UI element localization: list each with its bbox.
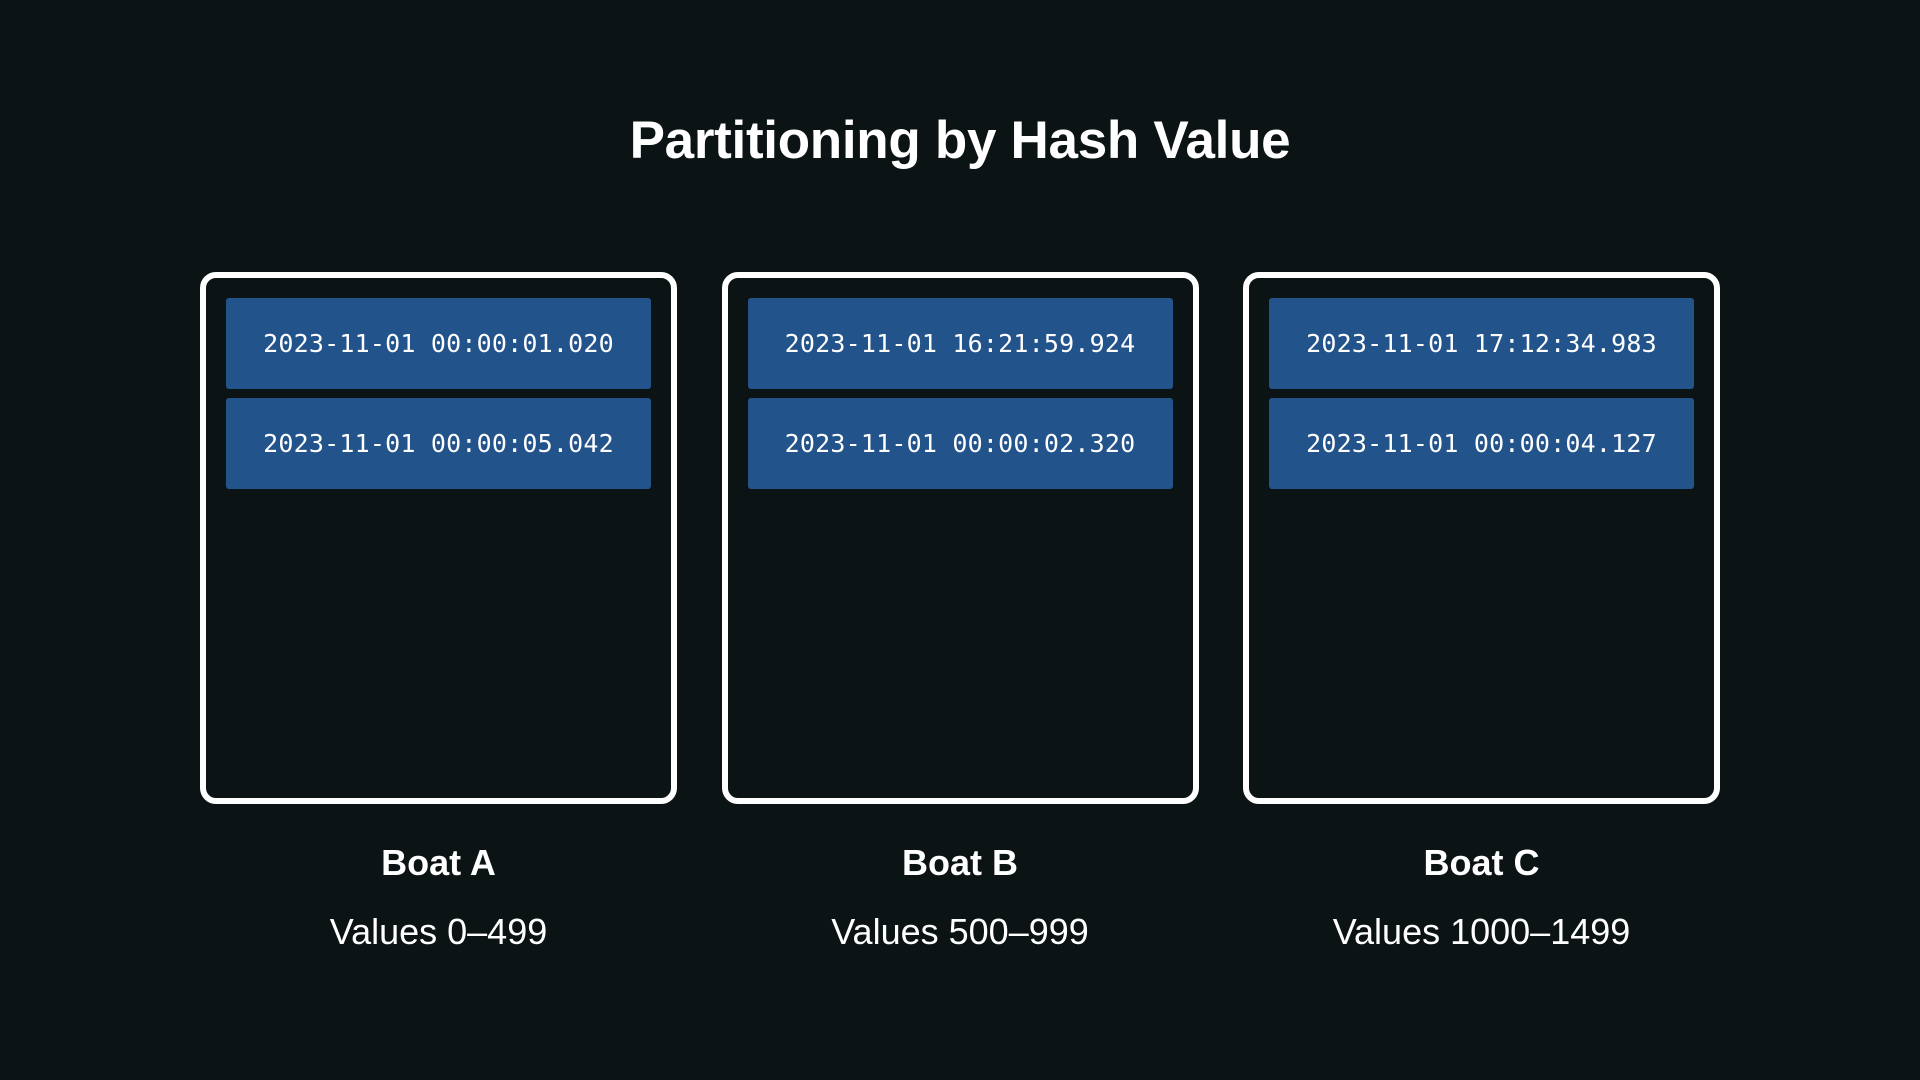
partition-range-a: Values 0–499 <box>329 911 548 952</box>
record-row: 2023-11-01 00:00:01.020 <box>226 298 651 389</box>
caption-boat-a: Boat A Values 0–499 <box>200 840 677 953</box>
partition-container: 2023-11-01 00:00:01.020 2023-11-01 00:00… <box>200 272 1720 804</box>
partition-boat-a: 2023-11-01 00:00:01.020 2023-11-01 00:00… <box>200 272 677 804</box>
record-row: 2023-11-01 17:12:34.983 <box>1269 298 1694 389</box>
caption-boat-b: Boat B Values 500–999 <box>722 840 1199 953</box>
partition-label-c: Boat C <box>1423 842 1540 883</box>
record-row: 2023-11-01 00:00:05.042 <box>226 398 651 489</box>
partition-box-a: 2023-11-01 00:00:01.020 2023-11-01 00:00… <box>200 272 677 804</box>
partition-boat-c: 2023-11-01 17:12:34.983 2023-11-01 00:00… <box>1243 272 1720 804</box>
partition-box-c: 2023-11-01 17:12:34.983 2023-11-01 00:00… <box>1243 272 1720 804</box>
caption-container: Boat A Values 0–499 Boat B Values 500–99… <box>200 840 1720 953</box>
partition-range-b: Values 500–999 <box>831 911 1089 952</box>
page-title: Partitioning by Hash Value <box>629 111 1291 170</box>
partition-boat-b: 2023-11-01 16:21:59.924 2023-11-01 00:00… <box>721 272 1199 804</box>
partition-box-b: 2023-11-01 16:21:59.924 2023-11-01 00:00… <box>721 272 1199 804</box>
partition-label-b: Boat B <box>902 842 1018 883</box>
record-row: 2023-11-01 00:00:02.320 <box>747 398 1173 489</box>
partition-label-a: Boat A <box>381 842 496 883</box>
record-row: 2023-11-01 00:00:04.127 <box>1269 398 1694 489</box>
partition-range-c: Values 1000–1499 <box>1332 911 1631 952</box>
record-row: 2023-11-01 16:21:59.924 <box>747 298 1173 389</box>
caption-boat-c: Boat C Values 1000–1499 <box>1243 840 1720 953</box>
